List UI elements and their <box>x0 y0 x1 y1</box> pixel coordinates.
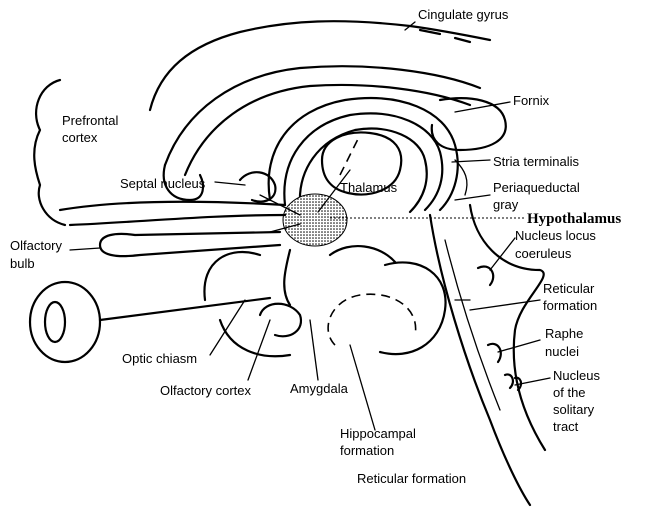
label-optic-chiasm: Optic chiasm <box>122 351 197 366</box>
label-hippocampal-line2: formation <box>340 443 394 458</box>
solitary-shape <box>503 373 523 392</box>
label-hippocampal-line1: Hippocampal <box>340 426 416 441</box>
cingulate-dash <box>418 28 472 44</box>
eye-lens <box>43 300 67 344</box>
septal-nucleus <box>238 171 277 203</box>
label-cingulate-gyrus: Cingulate gyrus <box>418 7 509 22</box>
thalamus-dash <box>339 134 361 176</box>
hippocampus <box>327 293 417 346</box>
locus-coeruleus-shape <box>476 265 495 287</box>
brainstem-mid <box>444 239 501 411</box>
prefrontal-tracts <box>58 200 287 227</box>
label-prefrontal-cortex-line2: cortex <box>62 130 98 145</box>
eye <box>28 280 102 364</box>
label-raphe-line2: nuclei <box>545 344 579 359</box>
label-stria-terminalis: Stria terminalis <box>493 154 579 169</box>
hippocampus-body <box>378 261 447 356</box>
label-olfactory-bulb-line2: bulb <box>10 256 35 271</box>
label-olfactory-cortex: Olfactory cortex <box>160 383 252 398</box>
temporal-lobe <box>203 250 292 358</box>
leader-lines <box>69 21 551 431</box>
brainstem-back <box>468 203 547 452</box>
raphe-shape <box>486 342 502 364</box>
label-raphe-line1: Raphe <box>545 326 583 341</box>
input-arrows <box>259 169 351 233</box>
stria-line <box>454 159 468 196</box>
fornix <box>430 97 507 152</box>
label-solitary-line3: solitary <box>553 402 595 417</box>
label-amygdala: Amygdala <box>290 381 349 396</box>
label-solitary-line4: tract <box>553 419 579 434</box>
limbic-arc-3 <box>298 127 428 214</box>
label-hypothalamus: Hypothalamus <box>527 211 621 227</box>
label-locus-coeruleus-line2: coeruleus <box>515 246 572 261</box>
limbic-arc-1 <box>267 97 459 212</box>
limbic-arc-2 <box>283 112 444 212</box>
prefrontal-cortex <box>33 78 67 227</box>
optic-nerve <box>98 296 272 322</box>
hypothalamus-stalk <box>283 248 292 307</box>
label-reticular-bottom: Reticular formation <box>357 471 466 486</box>
label-periaqueductal-line2: gray <box>493 197 519 212</box>
label-periaqueductal-line1: Periaqueductal <box>493 180 580 195</box>
amygdala-shape <box>258 302 303 338</box>
cingulate-outline <box>148 20 492 112</box>
label-locus-coeruleus-line1: Nucleus locus <box>515 228 596 243</box>
hypothalamus-region <box>282 193 348 247</box>
label-thalamus: Thalamus <box>340 180 398 195</box>
pons-curve <box>328 245 397 264</box>
label-prefrontal-cortex-line1: Prefrontal <box>62 113 118 128</box>
brainstem-front <box>428 213 532 507</box>
label-solitary-line1: Nucleus <box>553 368 600 383</box>
label-olfactory-bulb-line1: Olfactory <box>10 238 63 253</box>
label-fornix: Fornix <box>513 93 550 108</box>
label-solitary-line2: of the <box>553 385 586 400</box>
label-reticular-right-line1: Reticular <box>543 281 595 296</box>
corpus-callosum-inner <box>183 83 472 177</box>
label-reticular-right-line2: formation <box>543 298 597 313</box>
callosum-genu <box>162 163 205 202</box>
label-septal-nucleus: Septal nucleus <box>120 176 206 191</box>
corpus-callosum-outer <box>163 65 482 167</box>
